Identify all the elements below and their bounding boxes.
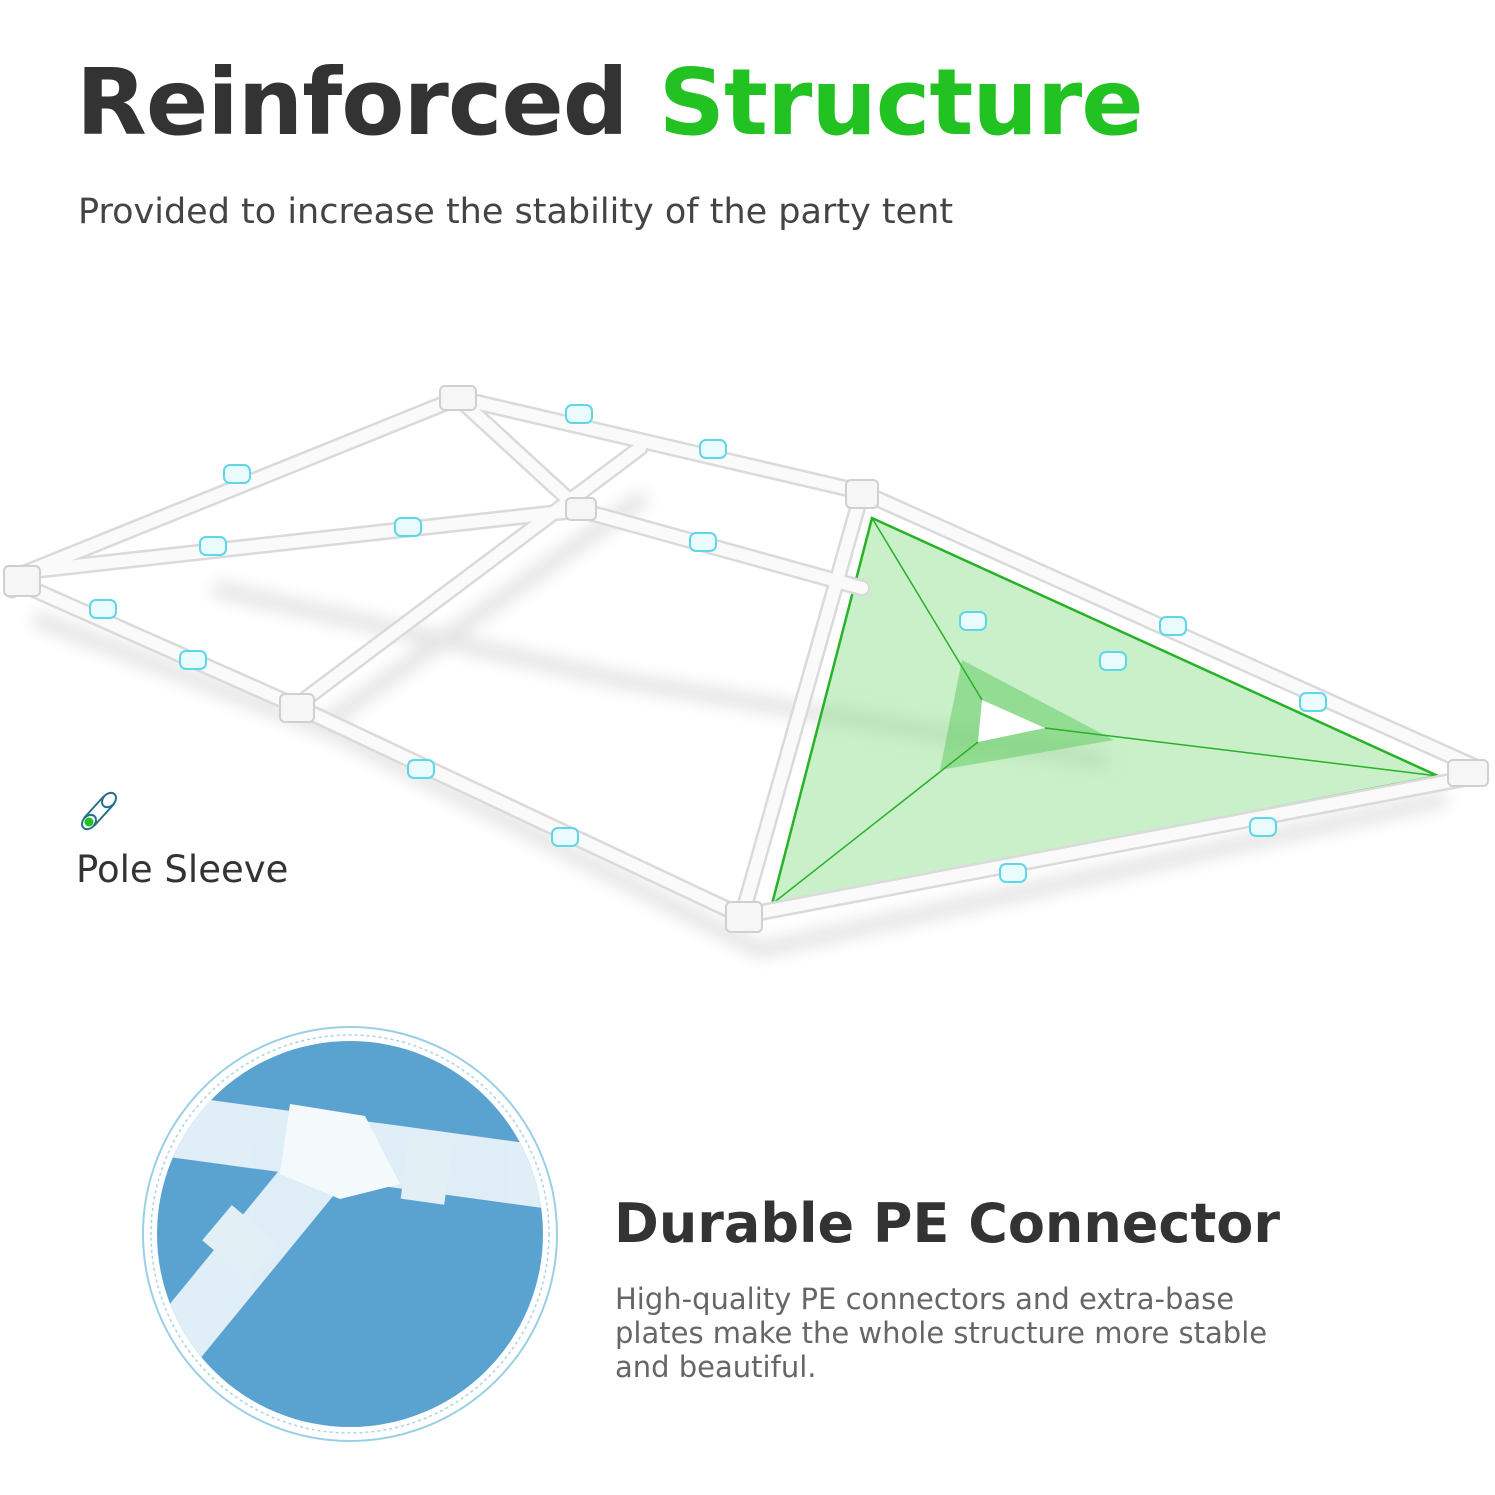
feature-description: High-quality PE connectors and extra-bas…: [615, 1282, 1268, 1384]
feature-title: Durable PE Connector: [614, 1192, 1280, 1255]
page-subtitle: Provided to increase the stability of th…: [78, 192, 954, 232]
title-word-reinforced: Reinforced: [76, 49, 629, 156]
connector-detail-image: [142, 1026, 558, 1442]
title-word-structure: Structure: [658, 49, 1144, 156]
tent-frame-illustration: [3, 385, 1489, 959]
frame-shadow: [32, 492, 1448, 959]
frame-connectors: [3, 385, 1489, 933]
page-title: Reinforced Structure: [76, 49, 1144, 156]
pole-sleeve-icon: [81, 791, 117, 831]
pole-sleeves: [89, 404, 1327, 883]
legend-label: Pole Sleeve: [76, 848, 289, 891]
